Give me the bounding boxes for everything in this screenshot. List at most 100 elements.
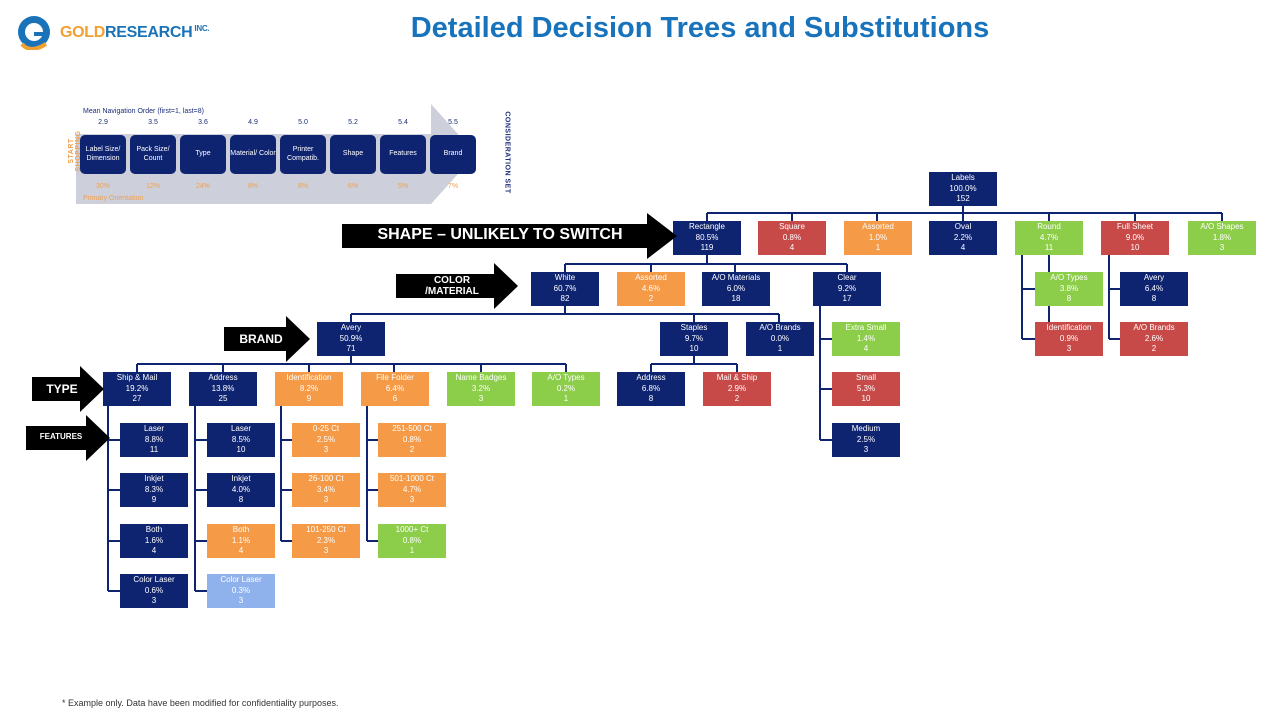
node-percent: 0.6% <box>144 585 164 595</box>
node-label: 0-25 Ct <box>312 424 340 433</box>
node-count: 1 <box>563 394 569 403</box>
node-percent: 9.7% <box>684 333 704 343</box>
node-label: Address <box>208 373 238 382</box>
node-count: 4 <box>238 546 244 555</box>
node-label: Extra Small <box>845 323 887 332</box>
features-callout-label: FEATURES <box>39 432 83 441</box>
node-label: Laser <box>143 424 164 433</box>
nav-step-box: Pack Size/ Count <box>130 135 176 174</box>
node-label: A/O Types <box>547 373 585 382</box>
node-label: 501-1000 Ct <box>389 474 435 483</box>
node-count: 4 <box>960 243 966 252</box>
node-percent: 6.8% <box>641 383 661 393</box>
node-count: 119 <box>700 243 714 252</box>
node-count: 10 <box>236 445 246 454</box>
shape-callout-arrow: SHAPE – UNLIKELY TO SWITCH <box>342 213 677 264</box>
node-count: 9 <box>151 495 157 504</box>
node-count: 3 <box>323 445 329 454</box>
node-label: 251-500 Ct <box>392 424 432 433</box>
nav-step-percent: 6% <box>347 183 359 190</box>
node-label: A/O Types <box>1050 273 1088 282</box>
node-percent: 0.8% <box>402 535 422 545</box>
node-label: Clear <box>837 273 857 282</box>
nav-step-percent: 30% <box>95 183 110 190</box>
type-callout-arrow: TYPE <box>32 366 104 417</box>
node-count: 3 <box>1066 344 1072 353</box>
node-percent: 1.0% <box>868 232 888 242</box>
node-count: 3 <box>151 596 157 605</box>
node-percent: 0.2% <box>556 383 576 393</box>
node-percent: 6.4% <box>385 383 405 393</box>
node-count: 3 <box>1219 243 1225 252</box>
node-count: 2 <box>734 394 740 403</box>
node-percent: 9.2% <box>837 283 857 293</box>
node-count: 25 <box>218 394 228 403</box>
node-label: White <box>554 273 576 282</box>
node-count: 82 <box>560 294 570 303</box>
node-label: Address <box>636 373 666 382</box>
node-label: Square <box>779 222 805 231</box>
node-label: File Folder <box>376 373 414 382</box>
brand-callout-label: BRAND <box>239 332 283 346</box>
logo-g-icon <box>18 16 50 50</box>
node-label: Both <box>232 525 250 534</box>
nav-step-value: 4.9 <box>248 119 258 126</box>
node-label: A/O Brands <box>1133 323 1175 332</box>
node-label: Identification <box>286 373 332 382</box>
node-count: 10 <box>1130 243 1140 252</box>
node-label: Labels <box>951 173 975 182</box>
node-label: Rectangle <box>688 222 726 231</box>
node-percent: 8.2% <box>299 383 319 393</box>
nav-step-percent: 8% <box>247 183 259 190</box>
nav-step-percent: 8% <box>297 183 309 190</box>
node-count: 10 <box>689 344 699 353</box>
node-percent: 9.0% <box>1125 232 1145 242</box>
node-count: 2 <box>648 294 654 303</box>
node-label: Color Laser <box>133 575 175 584</box>
node-count: 4 <box>151 546 157 555</box>
node-percent: 0.9% <box>1059 333 1079 343</box>
node-percent: 4.7% <box>402 484 422 494</box>
node-count: 8 <box>648 394 654 403</box>
nav-step-box: Printer Compatib. <box>280 135 326 174</box>
nav-step-value: 2.9 <box>98 119 108 126</box>
node-label: A/O Materials <box>711 273 761 282</box>
node-label: Avery <box>1143 273 1165 282</box>
node-count: 3 <box>238 596 244 605</box>
node-label: 101-250 Ct <box>306 525 346 534</box>
node-count: 71 <box>346 344 356 353</box>
node-percent: 0.3% <box>231 585 251 595</box>
node-count: 152 <box>956 194 970 203</box>
color-callout-label: COLOR /MATERIAL <box>425 275 479 297</box>
node-percent: 6.0% <box>726 283 746 293</box>
node-count: 1 <box>409 546 415 555</box>
node-percent: 3.8% <box>1059 283 1079 293</box>
node-percent: 3.2% <box>471 383 491 393</box>
node-count: 10 <box>861 394 871 403</box>
node-label: Staples <box>680 323 708 332</box>
node-percent: 2.3% <box>316 535 336 545</box>
node-label: Round <box>1037 222 1061 231</box>
node-percent: 4.0% <box>231 484 251 494</box>
node-count: 4 <box>863 344 869 353</box>
node-count: 9 <box>306 394 312 403</box>
nav-step-value: 5.5 <box>448 119 458 126</box>
nav-step-value: 5.4 <box>398 119 408 126</box>
